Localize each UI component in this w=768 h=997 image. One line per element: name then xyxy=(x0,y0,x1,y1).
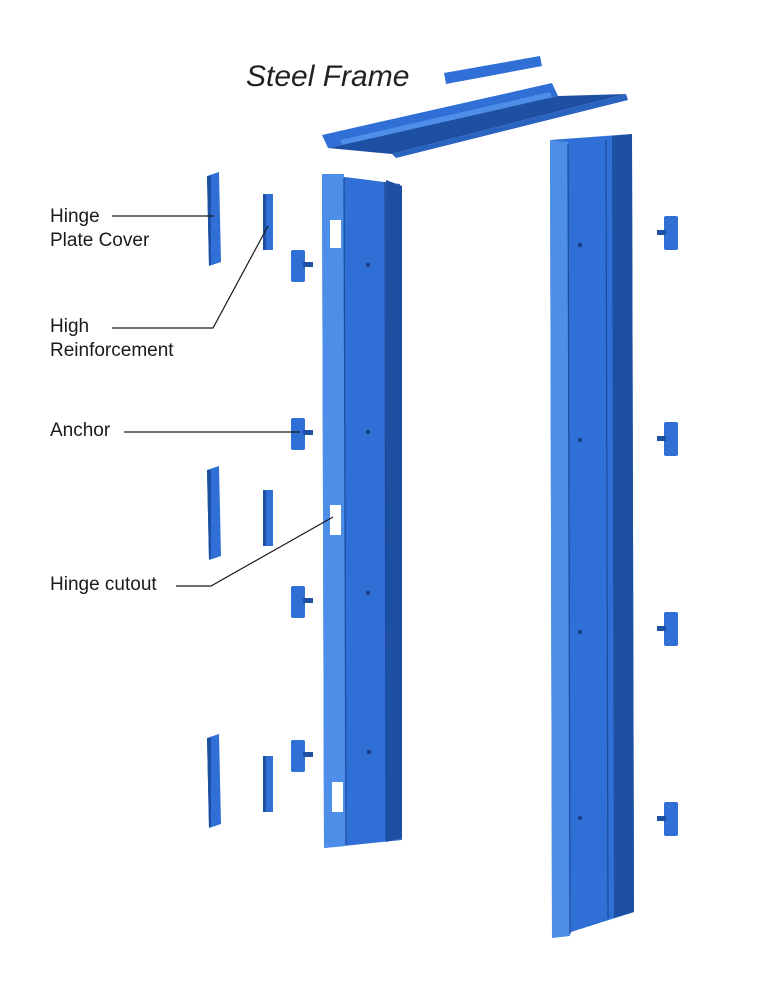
label-high-reinforcement-line1: High xyxy=(50,316,89,337)
label-hinge-cutout: Hinge cutout xyxy=(50,574,157,595)
label-anchor: Anchor xyxy=(50,420,111,441)
diagram-title: Steel Frame xyxy=(246,60,409,93)
header-frame-piece xyxy=(322,83,628,158)
right-jamb xyxy=(550,134,634,938)
left-jamb xyxy=(322,174,402,848)
hinge-cutout xyxy=(330,220,343,812)
anchor xyxy=(291,250,313,772)
label-high-reinforcement-line2: Reinforcement xyxy=(50,340,174,361)
anchor-right xyxy=(657,216,678,836)
label-hinge-plate-cover-line1: Hinge xyxy=(50,206,100,227)
leader-high-reinforcement xyxy=(112,225,269,329)
header-stop-strip xyxy=(444,56,542,84)
hinge-plate-cover xyxy=(207,172,221,828)
leader-hinge-cutout xyxy=(176,516,334,587)
label-hinge-plate-cover-line2: Plate Cover xyxy=(50,230,150,251)
high-reinforcement xyxy=(263,194,273,812)
